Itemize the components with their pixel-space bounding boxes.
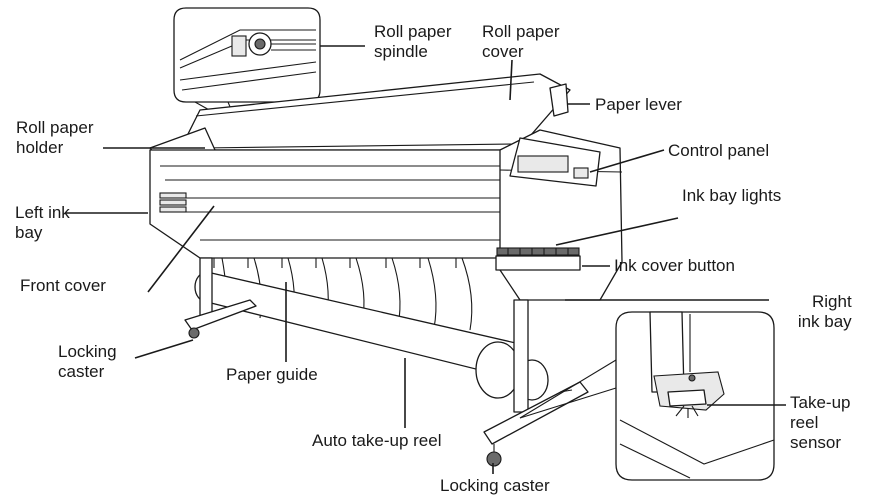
leader-lines <box>66 45 786 474</box>
printer-body <box>149 73 623 301</box>
label-roll-paper-spindle: Roll paper spindle <box>374 22 452 61</box>
spindle-inset <box>173 7 321 127</box>
label-auto-take-up-reel: Auto take-up reel <box>312 431 442 450</box>
label-paper-guide: Paper guide <box>226 365 318 384</box>
label-front-cover: Front cover <box>20 276 106 295</box>
label-locking-caster-bottom: Locking caster <box>440 476 550 495</box>
label-take-up-reel-sensor: Take-up reel sensor <box>790 393 851 452</box>
label-ink-bay-lights: Ink bay lights <box>682 186 782 205</box>
label-locking-caster-left: Locking caster <box>58 342 117 381</box>
sensor-inset <box>519 311 775 481</box>
label-roll-paper-cover: Roll paper cover <box>482 22 560 61</box>
label-ink-cover-button: Ink cover button <box>614 256 735 275</box>
label-right-ink-bay: Right ink bay <box>797 292 852 331</box>
label-paper-lever: Paper lever <box>595 95 682 114</box>
label-control-panel: Control panel <box>668 141 770 160</box>
label-left-ink-bay: Left ink bay <box>15 203 70 242</box>
label-roll-paper-holder: Roll paper holder <box>16 118 94 157</box>
